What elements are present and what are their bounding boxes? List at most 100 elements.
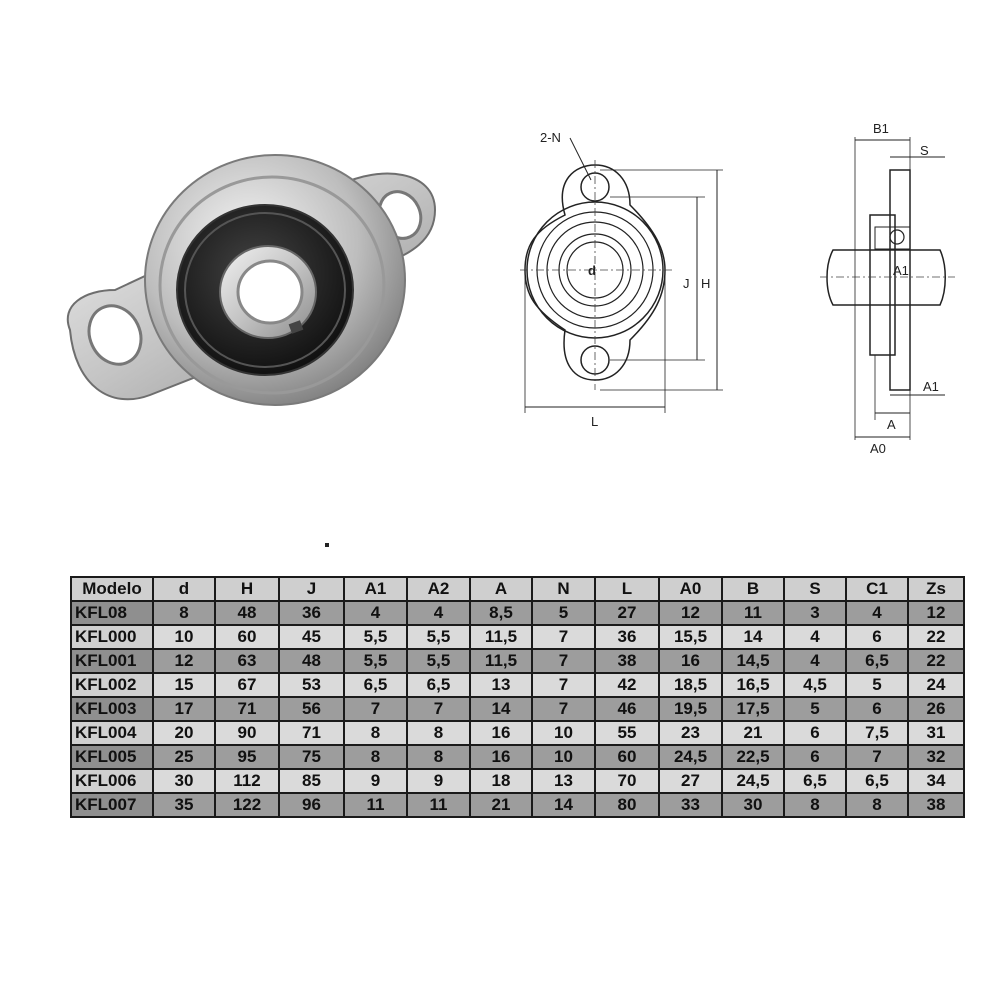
value-cell: 8,5: [469, 600, 533, 626]
model-cell: KFL08: [70, 600, 154, 626]
value-cell: 36: [278, 600, 345, 626]
value-cell: 24,5: [721, 768, 785, 794]
spec-table: Modelo d H J A1 A2 A N L A0 B S C1 Zs KF…: [70, 576, 965, 818]
value-cell: 8: [406, 720, 471, 746]
value-cell: 17,5: [721, 696, 785, 722]
value-cell: 70: [594, 768, 660, 794]
value-cell: 11,5: [469, 624, 533, 650]
value-cell: 12: [152, 648, 216, 674]
s-dimension-label: S: [920, 143, 929, 158]
header-cell: d: [152, 576, 216, 602]
value-cell: 9: [406, 768, 471, 794]
value-cell: 11: [406, 792, 471, 818]
value-cell: 55: [594, 720, 660, 746]
value-cell: 5: [783, 696, 847, 722]
value-cell: 13: [469, 672, 533, 698]
value-cell: 45: [278, 624, 345, 650]
value-cell: 6,5: [343, 672, 408, 698]
value-cell: 8: [783, 792, 847, 818]
value-cell: 21: [469, 792, 533, 818]
value-cell: 5,5: [343, 624, 408, 650]
a0-dimension-label: A0: [870, 441, 886, 456]
value-cell: 35: [152, 792, 216, 818]
header-cell: S: [783, 576, 847, 602]
value-cell: 27: [594, 600, 660, 626]
value-cell: 30: [721, 792, 785, 818]
value-cell: 6: [845, 696, 909, 722]
value-cell: 7: [531, 696, 596, 722]
value-cell: 26: [907, 696, 965, 722]
a1-inner-label: A1: [893, 263, 909, 278]
header-cell: L: [594, 576, 660, 602]
value-cell: 10: [531, 744, 596, 770]
value-cell: 56: [278, 696, 345, 722]
value-cell: 5,5: [406, 624, 471, 650]
value-cell: 7: [406, 696, 471, 722]
value-cell: 16,5: [721, 672, 785, 698]
bore-label: d: [588, 263, 596, 278]
model-cell: KFL004: [70, 720, 154, 746]
value-cell: 25: [152, 744, 216, 770]
value-cell: 96: [278, 792, 345, 818]
value-cell: 32: [907, 744, 965, 770]
value-cell: 10: [152, 624, 216, 650]
value-cell: 122: [214, 792, 280, 818]
value-cell: 7: [531, 624, 596, 650]
stray-dot: [325, 543, 329, 547]
b1-dimension-label: B1: [873, 121, 889, 136]
value-cell: 6: [845, 624, 909, 650]
value-cell: 60: [214, 624, 280, 650]
value-cell: 6,5: [845, 648, 909, 674]
value-cell: 9: [343, 768, 408, 794]
a-dimension-label: A: [887, 417, 896, 432]
value-cell: 6: [783, 744, 847, 770]
value-cell: 5: [531, 600, 596, 626]
value-cell: 8: [343, 720, 408, 746]
value-cell: 14: [469, 696, 533, 722]
value-cell: 42: [594, 672, 660, 698]
value-cell: 38: [594, 648, 660, 674]
value-cell: 6,5: [845, 768, 909, 794]
value-cell: 33: [658, 792, 723, 818]
value-cell: 8: [343, 744, 408, 770]
value-cell: 27: [658, 768, 723, 794]
l-dimension-label: L: [591, 414, 598, 429]
value-cell: 4,5: [783, 672, 847, 698]
value-cell: 19,5: [658, 696, 723, 722]
value-cell: 14: [721, 624, 785, 650]
value-cell: 15,5: [658, 624, 723, 650]
value-cell: 18: [469, 768, 533, 794]
value-cell: 5,5: [343, 648, 408, 674]
table-header-row: Modelo d H J A1 A2 A N L A0 B S C1 Zs: [70, 576, 965, 602]
header-cell: C1: [845, 576, 909, 602]
header-cell: Modelo: [70, 576, 154, 602]
side-view-drawing: B1 S A1 A1 A A0: [815, 115, 965, 460]
value-cell: 30: [152, 768, 216, 794]
model-cell: KFL000: [70, 624, 154, 650]
holes-label: 2-N: [540, 130, 561, 145]
value-cell: 11,5: [469, 648, 533, 674]
value-cell: 63: [214, 648, 280, 674]
value-cell: 6,5: [406, 672, 471, 698]
value-cell: 21: [721, 720, 785, 746]
model-cell: KFL003: [70, 696, 154, 722]
value-cell: 95: [214, 744, 280, 770]
header-cell: J: [278, 576, 345, 602]
value-cell: 34: [907, 768, 965, 794]
value-cell: 48: [278, 648, 345, 674]
value-cell: 7,5: [845, 720, 909, 746]
j-dimension-label: J: [683, 276, 690, 291]
value-cell: 7: [343, 696, 408, 722]
header-cell: H: [214, 576, 280, 602]
value-cell: 22: [907, 648, 965, 674]
value-cell: 4: [343, 600, 408, 626]
value-cell: 5: [845, 672, 909, 698]
value-cell: 24,5: [658, 744, 723, 770]
